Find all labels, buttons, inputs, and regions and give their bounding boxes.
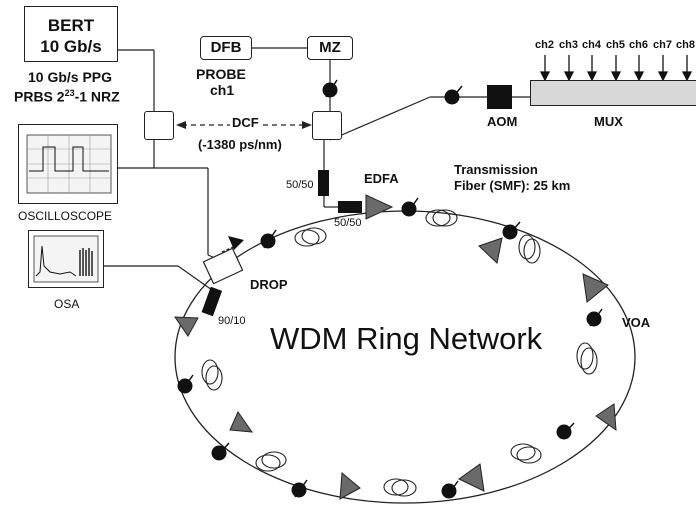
ring-title: WDM Ring Network bbox=[270, 321, 543, 356]
channel-label: ch2 bbox=[535, 39, 554, 51]
channel-label: ch7 bbox=[653, 39, 672, 51]
oscilloscope-label: OSCILLOSCOPE bbox=[18, 209, 113, 223]
prbs-exponent: 23 bbox=[64, 88, 75, 98]
fiber-coils bbox=[201, 209, 598, 497]
probe-coupler bbox=[312, 111, 342, 140]
dcf-dispersion: (-1380 ps/nm) bbox=[198, 137, 282, 152]
coupler-9010-block bbox=[201, 286, 223, 317]
mz-box: MZ bbox=[307, 36, 353, 60]
channel-label: ch8 bbox=[676, 39, 695, 51]
dcf-label: DCF bbox=[230, 115, 261, 130]
mux-box bbox=[530, 80, 696, 106]
ppg-label: 10 Gb/s PPG bbox=[28, 69, 113, 85]
edfa-label: EDFA bbox=[364, 171, 399, 186]
coupler-5050-right-block bbox=[338, 201, 362, 213]
osa-label: OSA bbox=[54, 297, 80, 311]
channel-label: ch3 bbox=[559, 39, 578, 51]
prbs-suffix: -1 NRZ bbox=[74, 88, 120, 105]
bert-rate: 10 Gb/s bbox=[40, 37, 102, 56]
channel-label: ch4 bbox=[582, 39, 601, 51]
bert-label: BERT bbox=[47, 16, 95, 35]
transmission-label: Transmission bbox=[454, 162, 538, 177]
voa-circles bbox=[177, 79, 603, 499]
voa-label: VOA bbox=[622, 315, 651, 330]
channel-arrows bbox=[539, 55, 693, 82]
osa-trace bbox=[33, 235, 99, 283]
coupler-9010-label: 90/10 bbox=[218, 315, 246, 327]
prbs-label: PRBS 223-1 NRZ bbox=[14, 89, 120, 104]
prbs-prefix: PRBS 2 bbox=[14, 88, 65, 105]
drop-label: DROP bbox=[250, 277, 288, 292]
coupler-5050-left-block bbox=[318, 170, 329, 196]
probe-channel: ch1 bbox=[210, 82, 235, 98]
aom-block bbox=[487, 85, 512, 109]
coupler-5050-left-label: 50/50 bbox=[286, 179, 314, 191]
channel-label: ch6 bbox=[629, 39, 648, 51]
coupler-5050-right-label: 50/50 bbox=[334, 217, 362, 229]
aom-label: AOM bbox=[487, 114, 518, 129]
osa-box bbox=[28, 230, 104, 288]
ppg-coupler bbox=[144, 111, 174, 140]
transmission-fiber-label: Fiber (SMF): 25 km bbox=[454, 178, 571, 193]
drop-box bbox=[202, 247, 244, 285]
mux-label: MUX bbox=[594, 114, 623, 129]
dfb-box: DFB bbox=[200, 36, 252, 60]
channel-label: ch5 bbox=[606, 39, 625, 51]
oscilloscope-box bbox=[18, 124, 118, 204]
wdm-ring bbox=[174, 210, 636, 504]
amplifier-triangles bbox=[174, 194, 617, 500]
probe-label: PROBE bbox=[196, 66, 246, 82]
oscilloscope-trace bbox=[26, 134, 112, 194]
to-aom-line bbox=[329, 96, 431, 141]
bert-box: BERT 10 Gb/s bbox=[24, 6, 118, 62]
